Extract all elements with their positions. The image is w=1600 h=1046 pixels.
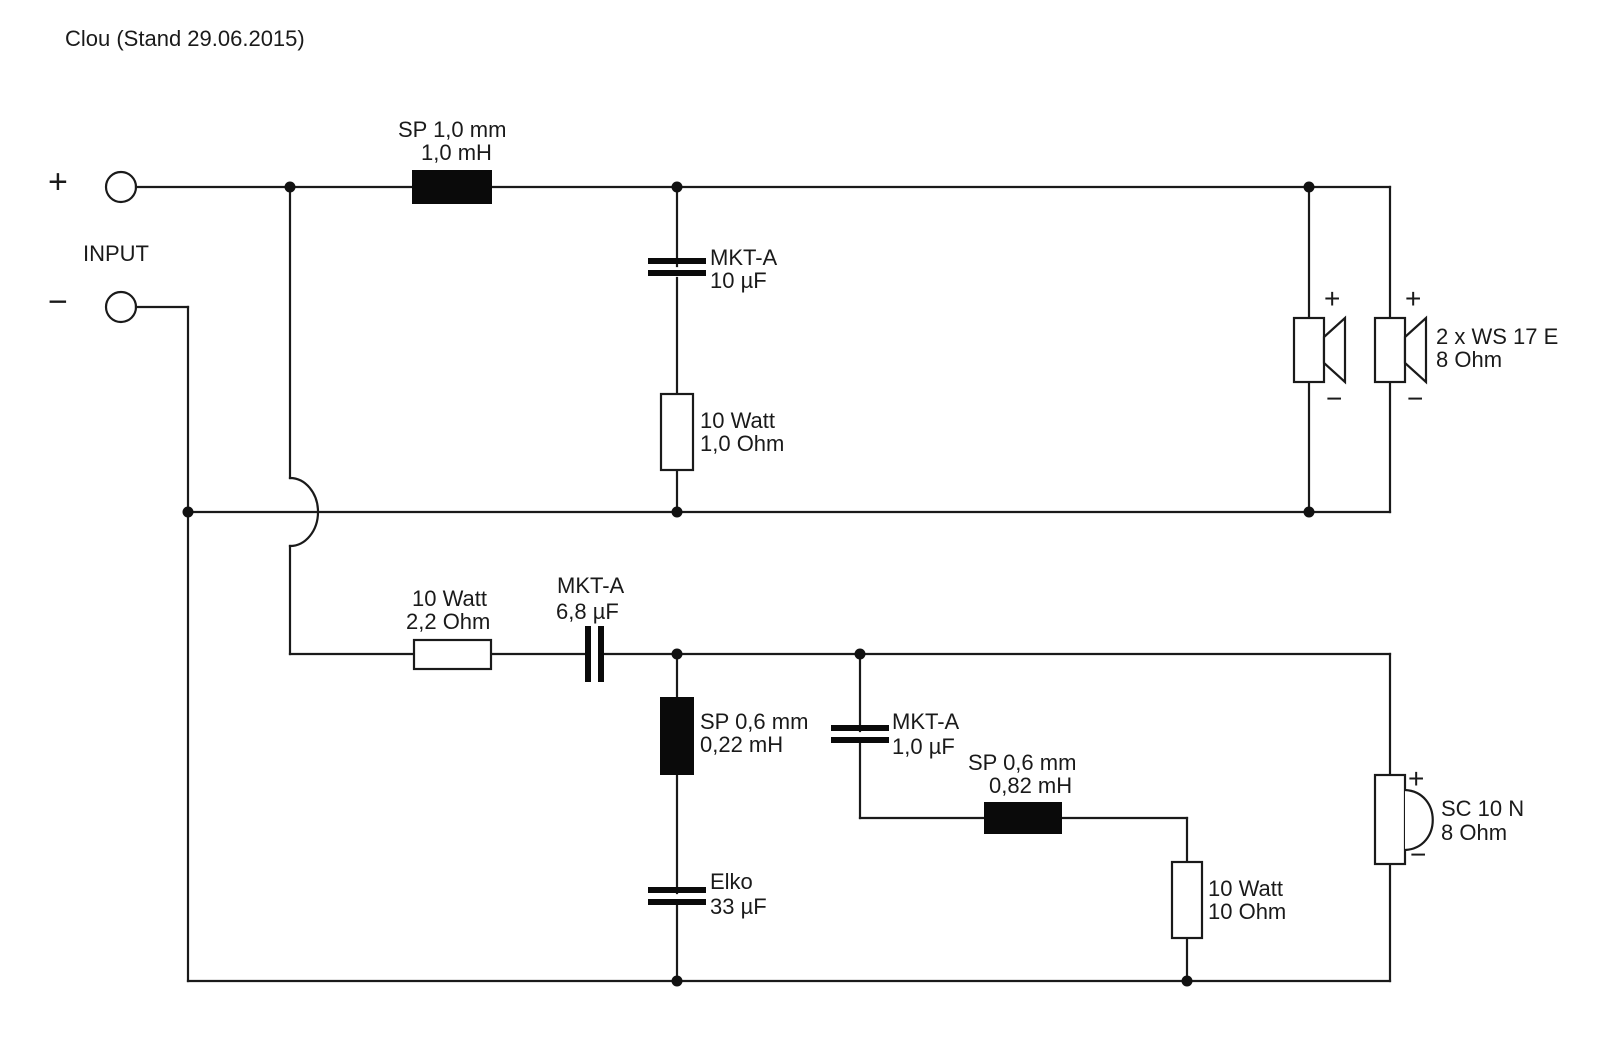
woofer-drivers: + − + − 2 x WS 17 E 8 Ohm <box>1292 283 1558 414</box>
svg-text:8 Ohm: 8 Ohm <box>1441 820 1507 845</box>
svg-text:2 x WS 17 E: 2 x WS 17 E <box>1436 324 1558 349</box>
coil-notch: SP 0,6 mm 0,82 mH <box>968 750 1076 834</box>
svg-text:MKT-A: MKT-A <box>892 709 960 734</box>
input-plus-sign: + <box>48 163 68 201</box>
input-terminals: + − INPUT <box>48 163 149 324</box>
svg-text:1,0 mH: 1,0 mH <box>421 140 492 165</box>
cap-notch: MKT-A 1,0 µF <box>831 709 960 759</box>
cap-elko: Elko 33 µF <box>648 869 767 919</box>
junction-dots <box>182 181 1315 987</box>
coil-tweeter-shunt: SP 0,6 mm 0,22 mH <box>660 697 808 775</box>
svg-text:SP 1,0 mm: SP 1,0 mm <box>398 117 506 142</box>
input-plus-terminal <box>104 170 138 204</box>
svg-text:10 Watt: 10 Watt <box>700 408 775 433</box>
svg-text:33 µF: 33 µF <box>710 894 767 919</box>
res-woofer: 10 Watt 1,0 Ohm <box>659 392 784 472</box>
input-minus-sign: − <box>48 283 68 321</box>
cap-woofer: MKT-A 10 µF <box>648 245 778 293</box>
svg-text:SC 10 N: SC 10 N <box>1441 796 1524 821</box>
svg-text:2,2 Ohm: 2,2 Ohm <box>406 609 490 634</box>
svg-text:10 µF: 10 µF <box>710 268 767 293</box>
svg-text:10 Ohm: 10 Ohm <box>1208 899 1286 924</box>
svg-text:1,0 Ohm: 1,0 Ohm <box>700 431 784 456</box>
schematic-title: Clou (Stand 29.06.2015) <box>65 26 305 51</box>
svg-text:+: + <box>1324 283 1340 314</box>
svg-text:10 Watt: 10 Watt <box>412 586 487 611</box>
input-minus-terminal <box>104 290 138 324</box>
svg-text:Elko: Elko <box>710 869 753 894</box>
svg-text:SP 0,6 mm: SP 0,6 mm <box>700 709 808 734</box>
svg-text:−: − <box>1410 839 1426 870</box>
res-notch: 10 Watt 10 Ohm <box>1170 860 1286 940</box>
tweeter-driver: + − SC 10 N 8 Ohm <box>1373 763 1524 870</box>
svg-text:−: − <box>1407 383 1423 414</box>
svg-text:SP 0,6 mm: SP 0,6 mm <box>968 750 1076 775</box>
tweeter-section-wires <box>186 652 1392 983</box>
tweeter-feed-wire <box>288 185 1392 656</box>
svg-text:+: + <box>1408 763 1424 794</box>
res-tweeter: 10 Watt 2,2 Ohm <box>406 586 493 671</box>
svg-text:MKT-A: MKT-A <box>710 245 778 270</box>
svg-text:−: − <box>1326 383 1342 414</box>
svg-text:0,22 mH: 0,22 mH <box>700 732 783 757</box>
svg-text:10 Watt: 10 Watt <box>1208 876 1283 901</box>
input-label: INPUT <box>83 241 149 266</box>
coil-main: SP 1,0 mm 1,0 mH <box>398 117 506 204</box>
cap-tweeter: MKT-A 6,8 µF <box>556 573 625 682</box>
svg-text:MKT-A: MKT-A <box>557 573 625 598</box>
svg-text:0,82 mH: 0,82 mH <box>989 773 1072 798</box>
svg-text:+: + <box>1405 283 1421 314</box>
woofer-section-wires <box>134 185 1392 983</box>
svg-text:1,0 µF: 1,0 µF <box>892 734 955 759</box>
svg-text:6,8 µF: 6,8 µF <box>556 599 619 624</box>
svg-text:8 Ohm: 8 Ohm <box>1436 347 1502 372</box>
